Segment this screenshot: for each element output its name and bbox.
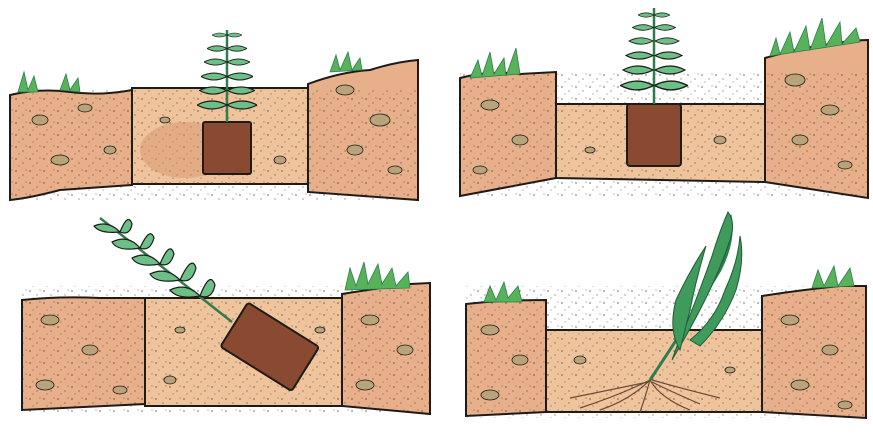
grass-tuft bbox=[345, 262, 410, 290]
seedling-leaves bbox=[94, 220, 215, 298]
soil-texture bbox=[466, 286, 866, 418]
root-block bbox=[627, 104, 681, 166]
panel-2 bbox=[460, 8, 868, 198]
panel-3 bbox=[22, 218, 430, 414]
panel-4 bbox=[466, 212, 866, 418]
panel-1 bbox=[10, 30, 418, 200]
root-block bbox=[203, 122, 251, 174]
